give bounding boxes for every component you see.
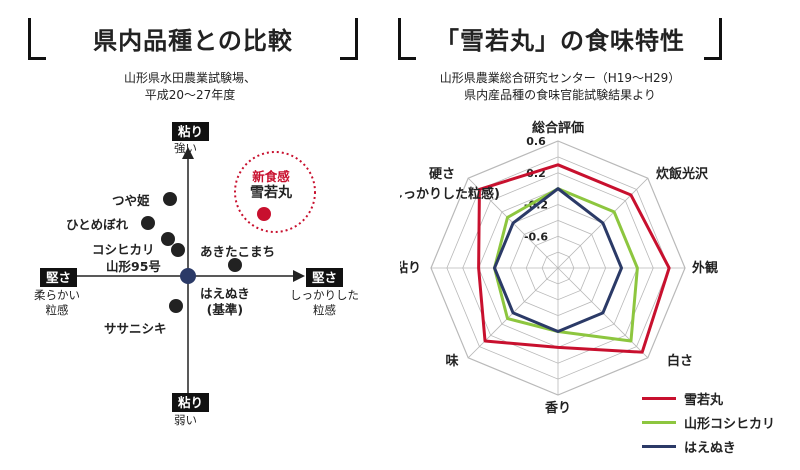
radar-series-2 <box>493 187 623 333</box>
radar-axis-label: 味 <box>445 353 458 369</box>
point-yukiwakamaru <box>257 207 271 221</box>
point-hitomebore <box>141 216 155 230</box>
label-hitomebore: ひとめぼれ <box>66 217 129 232</box>
left-title-text: 県内品種との比較 <box>93 26 293 55</box>
legend-item: 雪若丸 <box>642 386 775 410</box>
legend-label: 山形コシヒカリ <box>684 416 776 432</box>
label-haenuki-line1: はえぬき <box>200 286 250 301</box>
highlight-label: 新食感 雪若丸 <box>250 168 292 202</box>
axis-left-label: 堅さ <box>40 268 78 287</box>
axis-right-label: 堅さ <box>306 268 344 287</box>
radar-tick-label: -0.6 <box>524 230 548 243</box>
radar-axis-label: 硬さ <box>429 167 455 182</box>
legend-swatch <box>642 444 676 448</box>
label-yamagata95: 山形95号 <box>106 259 161 274</box>
point-koshihikari <box>161 232 175 246</box>
radar-series-1 <box>493 187 639 343</box>
point-sasanishiki <box>169 299 183 313</box>
axis-top-sub: 強い <box>174 141 197 155</box>
axis-bottom-label: 粘り <box>172 393 210 412</box>
axis-top-label: 粘り <box>172 122 210 141</box>
radar-axis-label: 白さ <box>667 353 693 369</box>
left-panel-title: 県内品種との比較 <box>28 18 358 60</box>
radar-axis-label: 粘り <box>400 260 421 276</box>
radar-axis-label: 炊飯光沢 <box>656 166 709 182</box>
point-tsuyahime <box>163 192 177 206</box>
radar-legend: 雪若丸山形コシヒカリはえぬき <box>642 386 775 458</box>
radar-axis-label: 香り <box>544 400 571 416</box>
right-subtitle-line2: 県内産品種の食味官能試験結果より <box>464 88 656 102</box>
left-subtitle-line1: 山形県水田農業試験場、 <box>123 71 256 85</box>
point-haenuki-origin <box>180 268 196 284</box>
label-haenuki: はえぬき (基準) <box>200 286 250 318</box>
highlight-dotted-circle <box>234 151 316 233</box>
label-sasanishiki: ササニシキ <box>104 321 167 336</box>
right-panel-title: 「雪若丸」の食味特性 <box>398 18 722 60</box>
highlight-line1: 新食感 <box>252 169 290 184</box>
radar-axis-label: 総合評価 <box>532 120 584 136</box>
label-haenuki-line2: (基準) <box>206 302 244 317</box>
axis-right-sub2: 粒感 <box>313 303 336 317</box>
left-subtitle: 山形県水田農業試験場、 平成20〜27年度 <box>60 70 320 104</box>
axis-left-sub1: 柔らかい <box>34 288 80 302</box>
point-yamagata95 <box>171 243 185 257</box>
legend-item: はえぬき <box>642 434 775 458</box>
axis-right-sub1: しっかりした <box>290 288 359 302</box>
radar-series-0 <box>477 163 671 354</box>
right-subtitle: 山形県農業総合研究センター（H19〜H29） 県内産品種の食味官能試験結果より <box>420 70 700 104</box>
point-akitakomachi <box>228 258 242 272</box>
right-subtitle-line1: 山形県農業総合研究センター（H19〜H29） <box>439 71 681 85</box>
label-akitakomachi: あきたこまち <box>200 244 276 259</box>
axis-left-sub2: 粒感 <box>45 303 69 317</box>
axis-right-sub: しっかりした 粒感 <box>290 288 359 318</box>
legend-label: 雪若丸 <box>684 392 724 408</box>
label-koshihikari: コシヒカリ <box>92 242 155 257</box>
left-subtitle-line2: 平成20〜27年度 <box>144 88 236 102</box>
axis-left-sub: 柔らかい 粒感 <box>34 288 80 318</box>
legend-swatch <box>642 396 676 400</box>
legend-item: 山形コシヒカリ <box>642 410 775 434</box>
legend-swatch <box>642 420 676 424</box>
right-title-text: 「雪若丸」の食味特性 <box>435 26 685 55</box>
axis-bottom-sub: 弱い <box>174 413 197 427</box>
highlight-line2: 雪若丸 <box>250 185 292 201</box>
radar-axis-label: 外観 <box>691 260 718 276</box>
radar-chart: 0.60.2-0.2-0.6総合評価炊飯光沢外観白さ香り味粘り硬さ(しっかりした… <box>400 120 718 416</box>
positioning-map <box>72 147 316 395</box>
radar-tick-label: 0.6 <box>526 135 546 148</box>
legend-label: はえぬき <box>684 440 736 456</box>
label-tsuyahime: つや姫 <box>112 193 150 208</box>
